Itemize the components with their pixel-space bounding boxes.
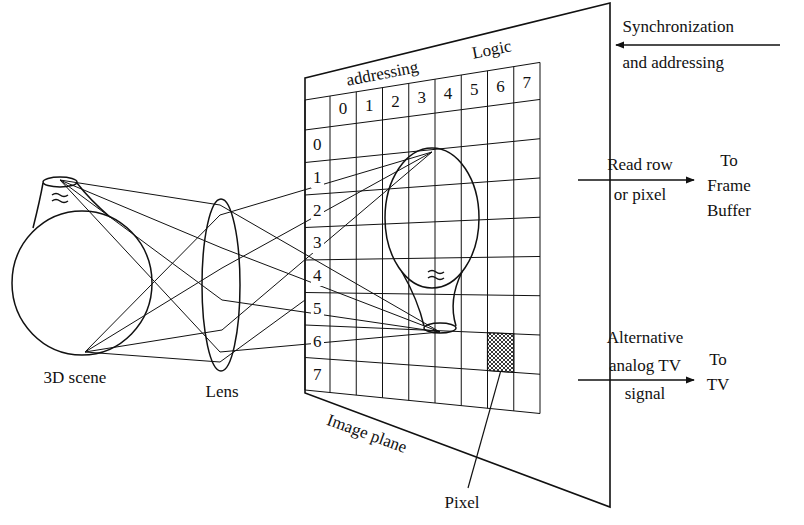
grid-line (330, 96, 331, 393)
image-bulb (385, 148, 479, 333)
column-number: 5 (468, 80, 481, 100)
grid-line (382, 88, 383, 398)
row-number: 3 (311, 233, 324, 253)
grid-line (305, 256, 540, 260)
grid-line (408, 83, 409, 400)
column-number: 6 (494, 77, 507, 97)
column-number: 1 (363, 96, 376, 116)
grid-line (305, 217, 540, 227)
column-number: 7 (520, 73, 533, 93)
grid-line (356, 92, 357, 395)
grid-line (305, 390, 540, 414)
destination-label: To Frame Buffer (703, 148, 755, 223)
column-number: 3 (415, 88, 428, 108)
pixel-grid (305, 62, 540, 413)
image-plane (305, 3, 610, 507)
destination-label: To TV (703, 347, 733, 397)
grid-line (305, 139, 540, 163)
row-number: 5 (311, 299, 324, 319)
column-number: 0 (337, 99, 350, 119)
row-number: 0 (311, 135, 324, 155)
part-label: 3D scene (44, 368, 107, 388)
column-number: 4 (442, 84, 455, 104)
grid-line (435, 79, 436, 403)
grid-line (461, 75, 462, 406)
pixel-cell (468, 333, 514, 488)
row-number: 7 (311, 365, 324, 385)
grid-line (540, 62, 541, 413)
part-label: Image plane (324, 410, 409, 457)
row-number: 1 (311, 168, 324, 188)
light-rays (60, 152, 440, 362)
pixel-hatch (488, 333, 514, 373)
lens-shape (202, 199, 240, 371)
signal-label: Synchronization and addressing (623, 9, 758, 81)
signal-label: Read row or pixel (603, 150, 678, 210)
part-label: Pixel (445, 493, 480, 513)
grid-line (305, 100, 306, 390)
row-number: 6 (311, 332, 324, 352)
grid-line (305, 178, 540, 195)
grid-line (305, 293, 540, 296)
column-number: 2 (389, 92, 402, 112)
part-label: Lens (206, 382, 239, 402)
leader-line (468, 371, 501, 488)
signal-label: Alternative analog TV signal (605, 324, 685, 408)
row-number: 2 (311, 201, 324, 221)
logic-label: Logic (470, 36, 513, 63)
row-number: 4 (311, 266, 324, 286)
logic-label: addressing (344, 57, 419, 91)
